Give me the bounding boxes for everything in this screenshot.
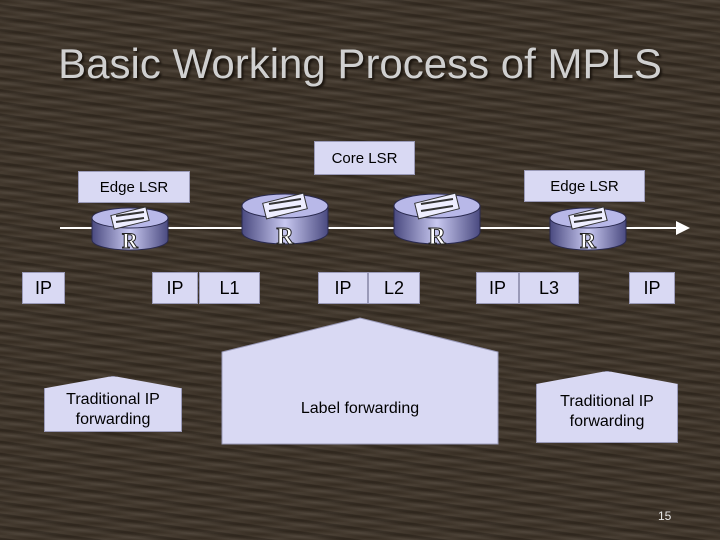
router-icon-2 <box>241 192 329 245</box>
router-letter-4: R <box>580 228 597 253</box>
packet-ip-4: IP <box>476 272 519 304</box>
traditional-ip-forwarding-left: Traditional IP forwarding <box>44 376 182 432</box>
label-forwarding-text: Label forwarding <box>300 400 420 417</box>
packet-ip-3: IP <box>318 272 368 304</box>
router-letter-2: R <box>276 224 294 250</box>
packet-ip-5: IP <box>629 272 675 304</box>
edge-lsr-right-label: Edge LSR <box>524 170 645 202</box>
edge-lsr-left-label: Edge LSR <box>78 171 190 203</box>
packet-l3: L3 <box>519 272 579 304</box>
router-icon-4 <box>549 206 627 251</box>
arrow-head-icon <box>676 221 690 235</box>
core-lsr-label: Core LSR <box>314 141 415 175</box>
packet-ip-1: IP <box>22 272 65 304</box>
packet-ip-2: IP <box>152 272 198 304</box>
router-icon-3 <box>393 192 481 245</box>
packet-l2: L2 <box>368 272 420 304</box>
packet-l1: L1 <box>199 272 260 304</box>
page-number: 15 <box>658 509 672 523</box>
router-icon-1 <box>91 206 169 251</box>
traditional-ip-forwarding-right: Traditional IP forwarding <box>536 371 678 443</box>
router-letter-3: R <box>428 224 446 250</box>
label-forwarding-panel <box>221 317 499 445</box>
router-letter-1: R <box>122 228 139 253</box>
slide-title: Basic Working Process of MPLS <box>58 40 662 87</box>
